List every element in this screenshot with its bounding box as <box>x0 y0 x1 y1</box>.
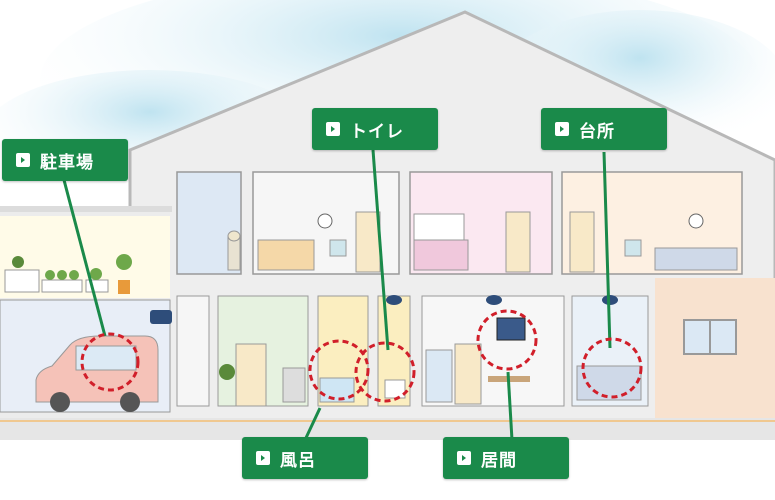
label-toilet[interactable]: トイレ <box>312 108 438 150</box>
leader-lines <box>62 149 612 441</box>
chevron-right-icon <box>16 153 30 167</box>
label-toilet-text: トイレ <box>350 121 404 142</box>
label-kitchen-text: 台所 <box>579 121 615 142</box>
lower-floor <box>0 216 737 413</box>
marker-living <box>476 309 538 371</box>
label-bath[interactable]: 風呂 <box>242 437 368 479</box>
chevron-right-icon <box>326 122 340 136</box>
label-parking-text: 駐車場 <box>40 152 94 173</box>
marker-toilet <box>354 341 416 403</box>
car <box>35 335 159 412</box>
upper-floor <box>176 171 743 275</box>
location-markers <box>80 309 643 403</box>
label-living-text: 居間 <box>481 450 517 471</box>
label-living[interactable]: 居間 <box>443 437 569 479</box>
chevron-right-icon <box>555 122 569 136</box>
plants-shelf <box>4 254 132 294</box>
marker-bath <box>308 339 370 401</box>
marker-parking <box>80 332 140 392</box>
chevron-right-icon <box>457 451 471 465</box>
chevron-right-icon <box>256 451 270 465</box>
label-bath-text: 風呂 <box>280 450 316 471</box>
label-kitchen[interactable]: 台所 <box>541 108 667 150</box>
marker-kitchen <box>581 337 643 399</box>
label-parking[interactable]: 駐車場 <box>2 139 128 181</box>
